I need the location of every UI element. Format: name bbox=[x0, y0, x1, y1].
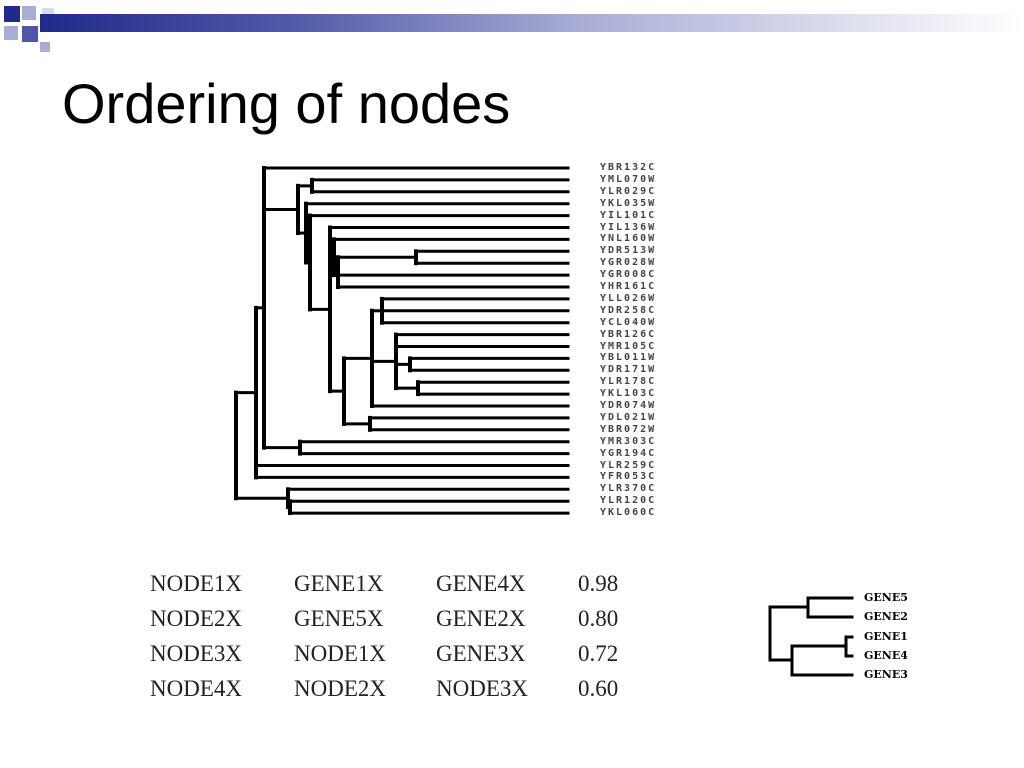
gene-label: YLL026W bbox=[600, 292, 657, 304]
corner-square-6 bbox=[40, 42, 50, 52]
gene-label: YBL011W bbox=[600, 352, 657, 364]
gene-label: YGR028W bbox=[600, 257, 657, 269]
small-tree-gene-label: GENE5 bbox=[864, 591, 908, 604]
gene-label: YDR171W bbox=[600, 364, 657, 376]
table-cell: NODE3X bbox=[150, 640, 242, 666]
corner-square-4 bbox=[22, 26, 38, 42]
table-cell: NODE1X bbox=[294, 640, 386, 666]
gene-label: YGR008C bbox=[600, 269, 657, 281]
gene-label: YDR513W bbox=[600, 245, 657, 257]
gene-label: YDL021W bbox=[600, 411, 657, 423]
header-gradient-bar bbox=[40, 14, 1024, 32]
gene-label: YKL035W bbox=[600, 197, 657, 209]
gene-label: YCL040W bbox=[600, 316, 657, 328]
table-cell: GENE5X bbox=[294, 605, 384, 631]
gene-label: YMR303C bbox=[600, 435, 657, 447]
gene-label: YDR258C bbox=[600, 304, 657, 316]
table-cell: GENE1X bbox=[294, 570, 384, 596]
gene-label: YBR072W bbox=[600, 423, 657, 435]
gene-label: YNL160W bbox=[600, 233, 657, 245]
corner-square-1 bbox=[4, 6, 20, 22]
gene-label: YGR194C bbox=[600, 447, 657, 459]
table-cell: NODE1X bbox=[150, 570, 242, 596]
table-cell: GENE2X bbox=[436, 605, 526, 631]
table-cell: NODE2X bbox=[150, 605, 242, 631]
table-row: NODE2X GENE5X GENE2X 0.80 bbox=[150, 601, 648, 636]
gene-label: YBR126C bbox=[600, 328, 657, 340]
table-cell: NODE3X bbox=[436, 675, 528, 701]
small-tree-gene-label: GENE2 bbox=[864, 610, 908, 623]
table-cell: NODE4X bbox=[150, 675, 242, 701]
slide-title: Ordering of nodes bbox=[62, 72, 511, 135]
gene-label: YDR074W bbox=[600, 400, 657, 411]
table-cell: GENE4X bbox=[436, 570, 526, 596]
gene-label: YFR053C bbox=[600, 471, 657, 483]
gene-label: YLR259C bbox=[600, 459, 657, 471]
table-cell: 0.60 bbox=[578, 675, 619, 701]
corner-square-2 bbox=[22, 6, 36, 20]
gene-label: YLR178C bbox=[600, 376, 657, 388]
gene-label: YLR370C bbox=[600, 483, 657, 495]
gene-label: YIL101C bbox=[600, 209, 657, 221]
gene-label: YML070W bbox=[600, 173, 657, 185]
table-row: NODE4X NODE2X NODE3X 0.60 bbox=[150, 671, 648, 706]
gene-label: YKL060C bbox=[600, 507, 657, 519]
small-tree-gene-label: GENE4 bbox=[864, 649, 908, 662]
table-cell: 0.98 bbox=[578, 570, 619, 596]
gene-label: YLR029C bbox=[600, 185, 657, 197]
gene-label: YLR120C bbox=[600, 495, 657, 507]
table-cell: 0.72 bbox=[578, 640, 619, 666]
gene-label: YHR161C bbox=[600, 281, 657, 292]
corner-square-3 bbox=[4, 26, 18, 40]
small-tree-gene-label: GENE1 bbox=[864, 630, 908, 643]
small-tree-gene-label: GENE3 bbox=[864, 668, 908, 681]
table-row: NODE3X NODE1X GENE3X 0.72 bbox=[150, 636, 648, 671]
table-cell: 0.80 bbox=[578, 605, 619, 631]
gene-label: YBR132C bbox=[600, 162, 657, 173]
table-cell: NODE2X bbox=[294, 675, 386, 701]
gene-label: YIL136W bbox=[600, 221, 657, 233]
gene-label: YKL103C bbox=[600, 388, 657, 400]
gene-label: YMR105C bbox=[600, 340, 657, 352]
table-row: NODE1X GENE1X GENE4X 0.98 bbox=[150, 566, 648, 601]
table-cell: GENE3X bbox=[436, 640, 526, 666]
